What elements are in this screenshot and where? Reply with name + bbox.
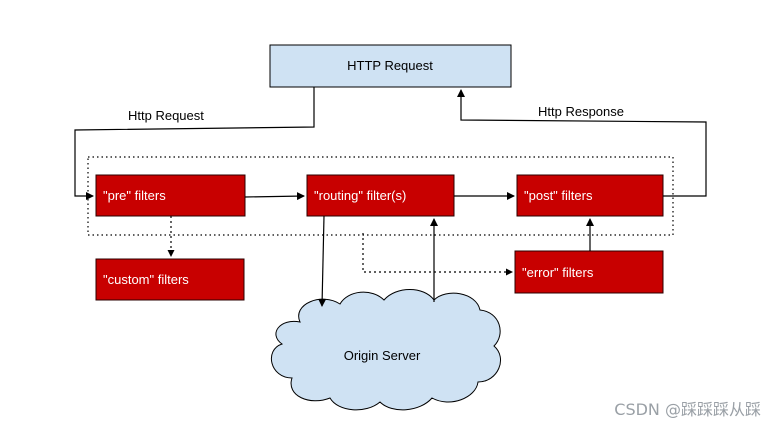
pre-filters-label: "pre" filters — [103, 188, 166, 203]
error-filters-label: "error" filters — [522, 265, 594, 280]
origin-server-label: Origin Server — [344, 348, 421, 363]
http-response-edge — [457, 89, 707, 197]
http-request-edge-label: Http Request — [128, 108, 204, 123]
origin-server-cloud — [271, 289, 502, 411]
http-response-edge-label: Http Response — [538, 104, 624, 119]
error-filters-box — [514, 250, 664, 294]
routing-to-origin-edge — [318, 215, 327, 307]
routing-filter-box — [306, 174, 455, 217]
http-request-edge — [74, 87, 315, 200]
post-filters-label: "post" filters — [524, 188, 593, 203]
watermark: CSDN @踩踩踩从踩 — [614, 400, 761, 419]
routing-to-error-edge — [362, 233, 513, 276]
custom-filters-box — [95, 258, 245, 301]
http-request-box-label: HTTP Request — [347, 58, 433, 73]
custom-filters-label: "custom" filters — [103, 272, 189, 287]
routing-filter-label: "routing" filter(s) — [314, 188, 406, 203]
pre-filters-box — [95, 174, 246, 217]
http-request-box — [269, 44, 512, 88]
pre-to-routing-edge — [244, 192, 305, 201]
